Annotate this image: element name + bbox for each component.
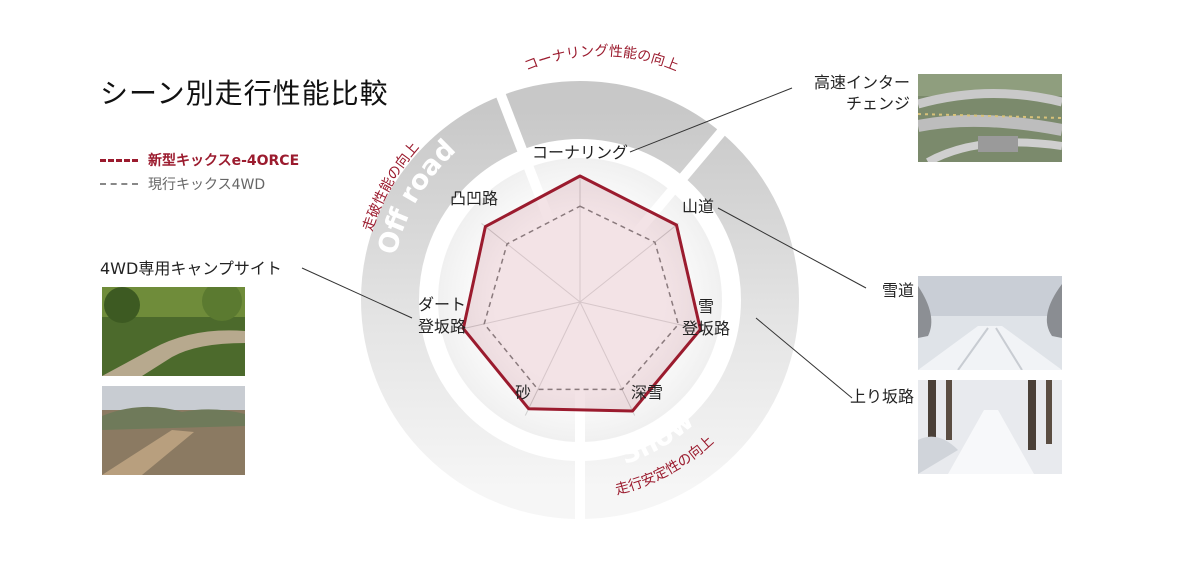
photo-uphill xyxy=(918,380,1062,474)
legend-item-current: 現行キックス4WD xyxy=(100,172,299,196)
callout-uphill: 上り坂路 xyxy=(849,387,914,406)
axis-label: 砂 xyxy=(515,383,531,402)
band-dry-label: Dry xyxy=(572,53,630,86)
radar-spoke xyxy=(524,301,581,416)
callout-snow-road: 雪道 xyxy=(881,281,914,300)
radar-series xyxy=(461,174,702,413)
photo-highway xyxy=(918,74,1062,162)
legend-swatch-new xyxy=(100,158,138,162)
page-title: シーン別走行性能比較 xyxy=(100,77,389,110)
axis-label: 凸凹路 xyxy=(450,189,498,208)
callout-highway: 高速インター チェンジ xyxy=(813,73,910,113)
radar-spoke xyxy=(579,301,703,331)
axis-label: 山道 xyxy=(682,197,714,216)
axis-label: 雪登坂路 xyxy=(682,297,730,338)
leader-lines xyxy=(301,87,867,399)
axis-label: コーナリング xyxy=(532,143,628,162)
legend: 新型キックスe-4ORCE 現行キックス4WD xyxy=(100,148,299,196)
legend-item-new: 新型キックスe-4ORCE xyxy=(100,148,299,172)
callout-campsite: 4WD専用キャンプサイト xyxy=(100,259,282,278)
outer-ring xyxy=(361,78,799,520)
axis-label: 深雪 xyxy=(631,383,663,402)
legend-label-current: 現行キックス4WD xyxy=(148,177,266,193)
legend-swatch-current xyxy=(100,183,138,185)
radar-spoke xyxy=(579,223,679,303)
series-current-polygon xyxy=(483,205,680,391)
photo-dirt-hill xyxy=(102,386,245,475)
radar-grid xyxy=(457,176,703,416)
axis-label: ダート登坂路 xyxy=(418,295,466,336)
radar-spoke xyxy=(481,223,581,303)
radar-spoke xyxy=(579,301,636,416)
photo-campsite xyxy=(102,287,245,376)
radar-spoke xyxy=(457,301,581,331)
series-new-polygon xyxy=(461,174,702,413)
photo-snow-road xyxy=(918,276,1062,370)
legend-label-new: 新型キックスe-4ORCE xyxy=(148,153,300,169)
